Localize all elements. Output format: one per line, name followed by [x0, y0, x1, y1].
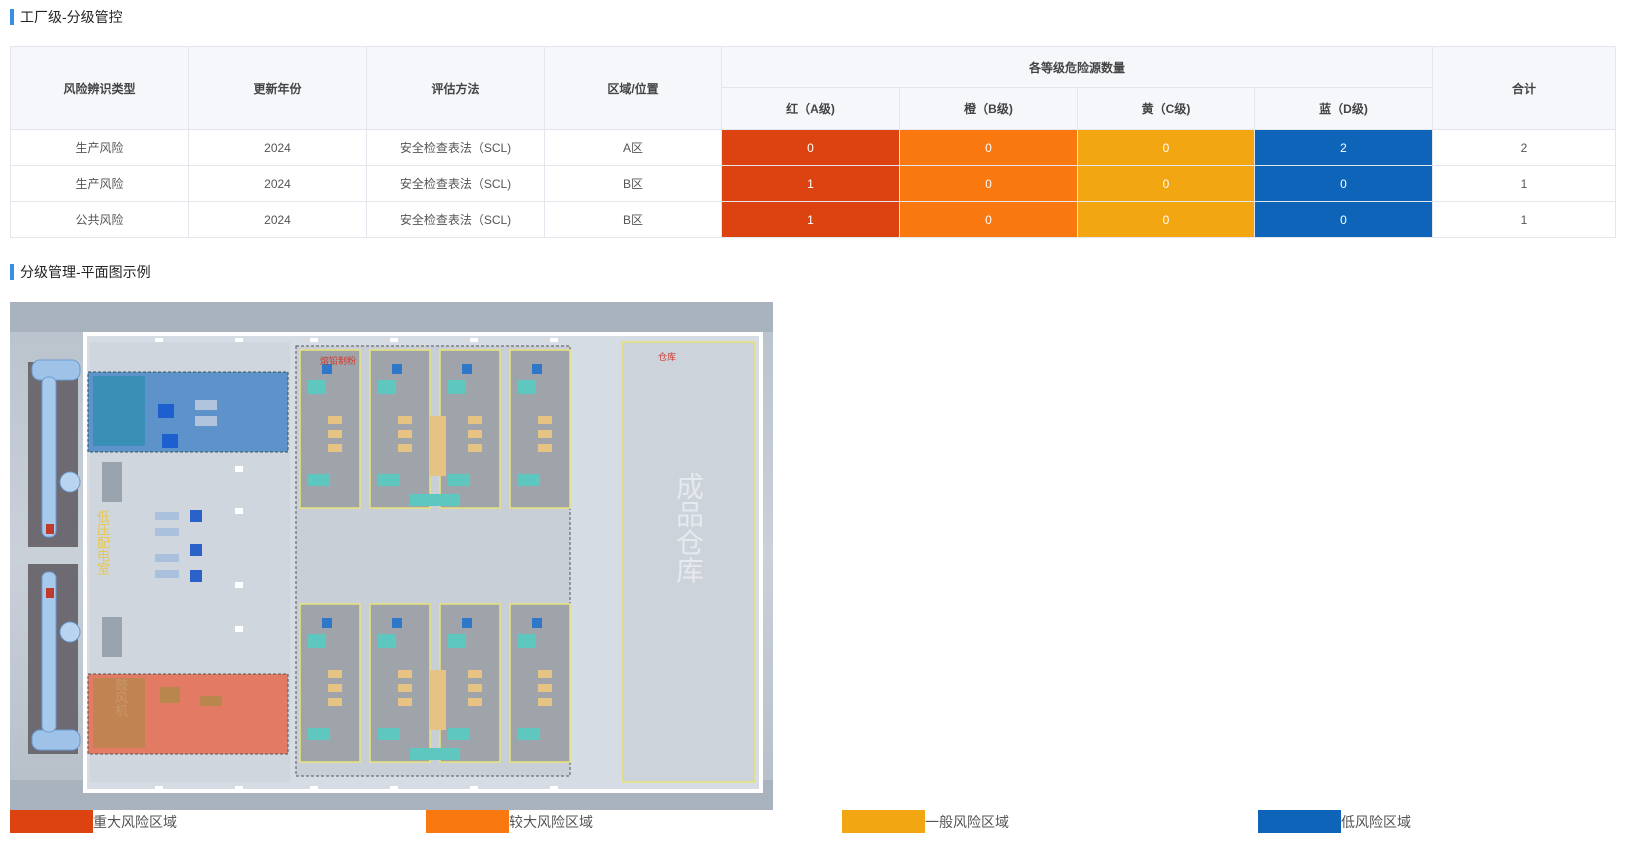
cell-method: 安全检查表法（SCL): [366, 129, 545, 166]
label-finished-goods: 成品仓库: [673, 472, 704, 584]
cell-red-count: 0: [721, 129, 900, 166]
legend-item-low: 低风险区域: [1258, 810, 1411, 833]
title-accent-bar: [10, 9, 14, 25]
cell-year: 2024: [188, 129, 367, 166]
legend-swatch-red: [10, 810, 93, 833]
risk-legend: 重大风险区域 较大风险区域 一般风险区域 低风险区域: [10, 810, 1615, 834]
cell-blue-count: 0: [1253, 165, 1434, 202]
section-title-text: 分级管理-平面图示例: [20, 264, 151, 280]
cell-method: 安全检查表法（SCL): [366, 165, 545, 202]
cell-method: 安全检查表法（SCL): [366, 201, 545, 238]
table-row: 生产风险 2024 安全检查表法（SCL) A区 0 0 0 2 2: [10, 129, 1617, 166]
section-title-factory: 工厂级-分级管控: [10, 8, 123, 26]
floor-plan-drawing: [10, 302, 773, 810]
cell-orange-count: 0: [899, 201, 1078, 238]
cell-yellow-count: 0: [1077, 129, 1255, 166]
label-power-room: 低压配电室: [95, 510, 110, 575]
cell-area: B区: [544, 201, 722, 238]
cell-area: B区: [544, 165, 722, 202]
legend-swatch-yellow: [842, 810, 925, 833]
cell-type: 生产风险: [10, 129, 189, 166]
section-title-floorplan: 分级管理-平面图示例: [10, 263, 151, 281]
table-row: 生产风险 2024 安全检查表法（SCL) B区 1 0 0 0 1: [10, 165, 1617, 202]
header-level-group: 各等级危险源数量: [720, 46, 1434, 88]
header-orange: 橙（B级): [899, 87, 1078, 130]
cell-yellow-count: 0: [1077, 201, 1255, 238]
section-title-text: 工厂级-分级管控: [20, 9, 123, 25]
header-blue: 蓝（D级): [1253, 87, 1434, 130]
title-accent-bar: [10, 264, 14, 280]
legend-item-major: 重大风险区域: [10, 810, 177, 833]
cell-blue-count: 0: [1253, 201, 1434, 238]
header-area: 区域/位置: [544, 46, 722, 130]
legend-swatch-orange: [426, 810, 509, 833]
cell-red-count: 1: [721, 165, 900, 202]
header-total: 合计: [1432, 46, 1617, 130]
finished-goods-warehouse: [621, 341, 756, 783]
header-method: 评估方法: [366, 46, 545, 130]
legend-label: 重大风险区域: [93, 813, 177, 830]
cell-orange-count: 0: [899, 129, 1078, 166]
table-row: 公共风险 2024 安全检查表法（SCL) B区 1 0 0 0 1: [10, 201, 1617, 238]
legend-item-general: 一般风险区域: [842, 810, 1009, 833]
cell-total: 1: [1432, 165, 1617, 202]
cell-type: 生产风险: [10, 165, 189, 202]
factory-floor-plan: 熔铅制粉 仓库 成品仓库 低压配电室 鼓风机: [10, 302, 773, 810]
cell-type: 公共风险: [10, 201, 189, 238]
header-yellow: 黄（C级): [1077, 87, 1255, 130]
legend-label: 一般风险区域: [925, 813, 1009, 830]
cell-year: 2024: [188, 201, 367, 238]
cell-yellow-count: 0: [1077, 165, 1255, 202]
header-risk-type: 风险辨识类型: [10, 46, 189, 130]
legend-swatch-blue: [1258, 810, 1341, 833]
legend-label: 较大风险区域: [509, 813, 593, 830]
cell-red-count: 1: [721, 201, 900, 238]
legend-item-large: 较大风险区域: [426, 810, 593, 833]
legend-label: 低风险区域: [1341, 813, 1411, 830]
label-workshop: 熔铅制粉: [320, 356, 357, 366]
cell-total: 2: [1432, 129, 1617, 166]
cell-total: 1: [1432, 201, 1617, 238]
label-warehouse: 仓库: [658, 352, 677, 362]
cell-year: 2024: [188, 165, 367, 202]
cell-area: A区: [544, 129, 722, 166]
risk-level-table: 风险辨识类型 更新年份 评估方法 区域/位置 各等级危险源数量 合计 红（A级)…: [10, 46, 1617, 238]
header-red: 红（A级): [721, 87, 900, 130]
header-update-year: 更新年份: [188, 46, 367, 130]
cell-blue-count: 2: [1253, 129, 1434, 166]
cell-orange-count: 0: [899, 165, 1078, 202]
label-blower: 鼓风机: [113, 678, 128, 717]
